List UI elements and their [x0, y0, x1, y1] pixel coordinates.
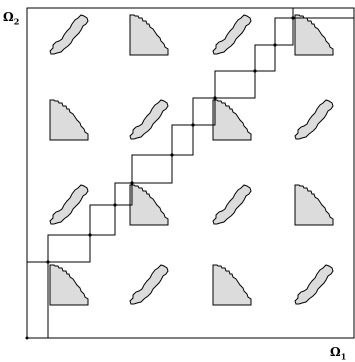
- staircase-box: [274, 17, 294, 46]
- staircase-box: [89, 204, 116, 236]
- tile: [212, 99, 252, 141]
- staircase-box: [114, 182, 133, 206]
- staircase-vertex: [273, 43, 277, 47]
- tile-grid: [49, 14, 334, 306]
- staircase-box: [214, 70, 256, 99]
- shape-piece-b: [129, 184, 169, 226]
- staircase-vertex: [130, 181, 134, 185]
- shape-piece-b: [49, 99, 89, 141]
- shape-piece-a: [49, 14, 89, 55]
- tile: [129, 184, 169, 226]
- shape-piece-a: [212, 14, 252, 55]
- shape-piece-a: [49, 184, 89, 225]
- shape-piece-b: [49, 264, 89, 306]
- tile: [294, 184, 334, 226]
- tile: [129, 264, 169, 305]
- y-axis-label: Ω2: [3, 10, 19, 26]
- staircase-box: [131, 154, 173, 184]
- tile: [129, 99, 169, 140]
- tile: [49, 99, 89, 141]
- staircase-box: [254, 44, 276, 72]
- staircase-box: [192, 97, 216, 126]
- shape-piece-b: [294, 14, 334, 56]
- shape-piece-a: [129, 264, 169, 305]
- staircase-vertex: [113, 203, 117, 207]
- y-axis-symbol: Ω: [3, 10, 14, 24]
- shape-piece-b: [212, 99, 252, 141]
- frame-border: [26, 7, 355, 339]
- tile: [294, 99, 334, 140]
- tile: [294, 14, 334, 56]
- tile: [212, 264, 252, 306]
- staircase-vertex: [253, 69, 257, 73]
- staircase-vertex: [88, 233, 92, 237]
- x-axis-label: Ω1: [330, 345, 346, 361]
- staircase-box: [47, 234, 91, 263]
- tile: [212, 184, 252, 225]
- staircase-vertex: [291, 16, 295, 20]
- staircase-path: [26, 7, 355, 339]
- tile: [49, 264, 89, 306]
- shape-piece-a: [129, 99, 169, 140]
- tile: [212, 14, 252, 55]
- staircase-vertex: [46, 260, 50, 264]
- x-axis-subscript: 1: [340, 351, 347, 362]
- staircase-vertex: [170, 153, 174, 157]
- staircase-vertex: [191, 123, 195, 127]
- tile: [129, 14, 169, 56]
- shape-piece-b: [129, 14, 169, 56]
- staircase-box: [292, 7, 355, 19]
- staircase-vertex: [213, 96, 217, 100]
- tile: [49, 184, 89, 225]
- shape-piece-b: [294, 184, 334, 226]
- shape-piece-a: [294, 99, 334, 140]
- tile: [49, 14, 89, 55]
- shape-piece-b: [212, 264, 252, 306]
- shape-piece-a: [294, 264, 334, 305]
- shape-piece-a: [212, 184, 252, 225]
- y-axis-subscript: 2: [13, 16, 20, 27]
- staircase-box: [26, 261, 49, 339]
- tile: [294, 264, 334, 305]
- x-axis-symbol: Ω: [330, 345, 341, 359]
- staircase-box: [171, 124, 194, 156]
